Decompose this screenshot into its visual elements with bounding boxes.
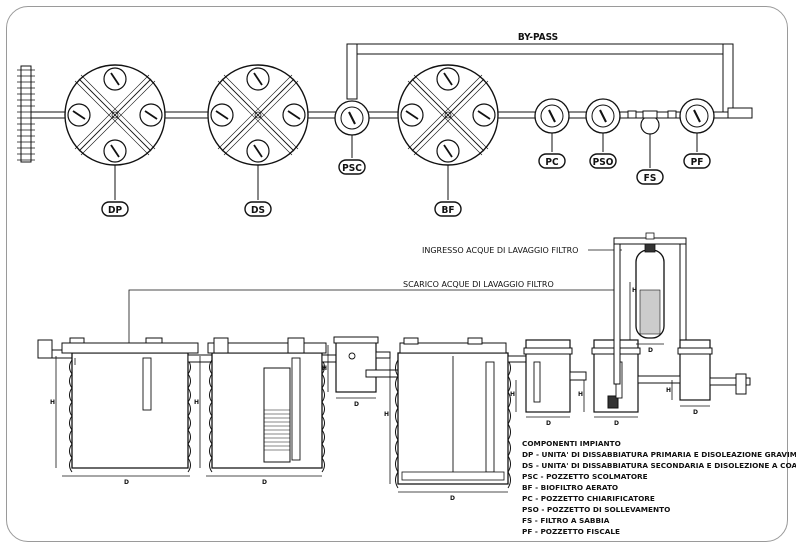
svg-text:PSO: PSO [593, 157, 614, 168]
scarico-line [128, 289, 620, 345]
svg-text:D: D [354, 401, 359, 408]
well-psc-plan [334, 100, 370, 136]
well-pc-plan [534, 98, 570, 134]
tag-leaders [114, 133, 698, 200]
svg-text:D: D [614, 420, 619, 427]
svg-text:D: D [124, 479, 129, 486]
ingresso-label: INGRESSO ACQUE DI LAVAGGIO FILTRO [422, 246, 578, 255]
svg-text:PSC: PSC [342, 163, 362, 174]
tank-dp-section [37, 337, 213, 473]
legend: COMPONENTI IMPIANTO DP - UNITA' DI DISSA… [522, 439, 796, 536]
tag-ds: DS [244, 201, 272, 217]
tag-bf: BF [434, 201, 462, 217]
legend-item: DP - UNITA' DI DISSABBIATURA PRIMARIA E … [522, 450, 796, 459]
tank-bf-plan [397, 64, 499, 166]
svg-text:D: D [262, 479, 267, 486]
well-pso-plan [585, 98, 621, 134]
tank-dp-plan [64, 64, 166, 166]
sand-filter-plan [627, 110, 677, 135]
tag-psc: PSC [338, 159, 366, 175]
legend-item: PSO - POZZETTO DI SOLLEVAMENTO [522, 505, 670, 514]
svg-text:PC: PC [545, 157, 559, 168]
legend-item: FS - FILTRO A SABBIA [522, 516, 610, 525]
legend-item: PC - POZZETTO CHIARIFICATORE [522, 494, 655, 503]
well-pf-section [637, 339, 751, 401]
legend-item: PF - POZZETTO FISCALE [522, 527, 620, 536]
svg-text:H: H [632, 287, 637, 294]
svg-text:D: D [648, 347, 653, 354]
svg-text:H: H [194, 399, 199, 406]
tank-ds-plan [207, 64, 309, 166]
well-pf-plan [679, 98, 715, 134]
legend-item: BF - BIOFILTRO AERATO [522, 483, 618, 492]
tag-pso: PSO [589, 153, 617, 169]
bypass-pipe [346, 43, 753, 119]
bypass-label: BY-PASS [518, 32, 558, 43]
svg-text:FS: FS [644, 173, 657, 184]
svg-text:H: H [578, 391, 583, 398]
legend-title: COMPONENTI IMPIANTO [522, 439, 621, 448]
svg-text:H: H [384, 411, 389, 418]
drawing-frame [6, 6, 788, 542]
tag-dp: DP [101, 201, 129, 217]
legend-item: DS - UNITA' DI DISSABBIATURA SECONDARIA … [522, 461, 796, 470]
well-psc-section [333, 336, 405, 393]
svg-text:D: D [546, 420, 551, 427]
svg-text:H: H [666, 387, 671, 394]
dimension-labels: H H H H H H H H D D D D D D D D [50, 287, 698, 502]
svg-text:D: D [693, 409, 698, 416]
svg-text:PF: PF [691, 157, 704, 168]
svg-text:H: H [510, 391, 515, 398]
svg-text:DS: DS [251, 205, 265, 216]
sand-filter-section [613, 232, 687, 385]
scarico-label: SCARICO ACQUE DI LAVAGGIO FILTRO [403, 280, 554, 289]
dimension-lines [55, 282, 710, 493]
inlet-grating-icon [17, 65, 35, 163]
tag-pf: PF [683, 153, 711, 169]
tank-bf-section [395, 337, 527, 489]
svg-text:H: H [50, 399, 55, 406]
tank-ds-section [207, 337, 337, 473]
svg-text:DP: DP [108, 205, 122, 216]
tag-fs: FS [636, 169, 664, 185]
tag-pc: PC [538, 153, 566, 169]
svg-text:H: H [322, 365, 327, 372]
legend-item: PSC - POZZETTO SCOLMATORE [522, 472, 648, 481]
svg-text:D: D [450, 495, 455, 502]
well-pc-section [523, 339, 587, 413]
svg-text:BF: BF [441, 205, 454, 216]
